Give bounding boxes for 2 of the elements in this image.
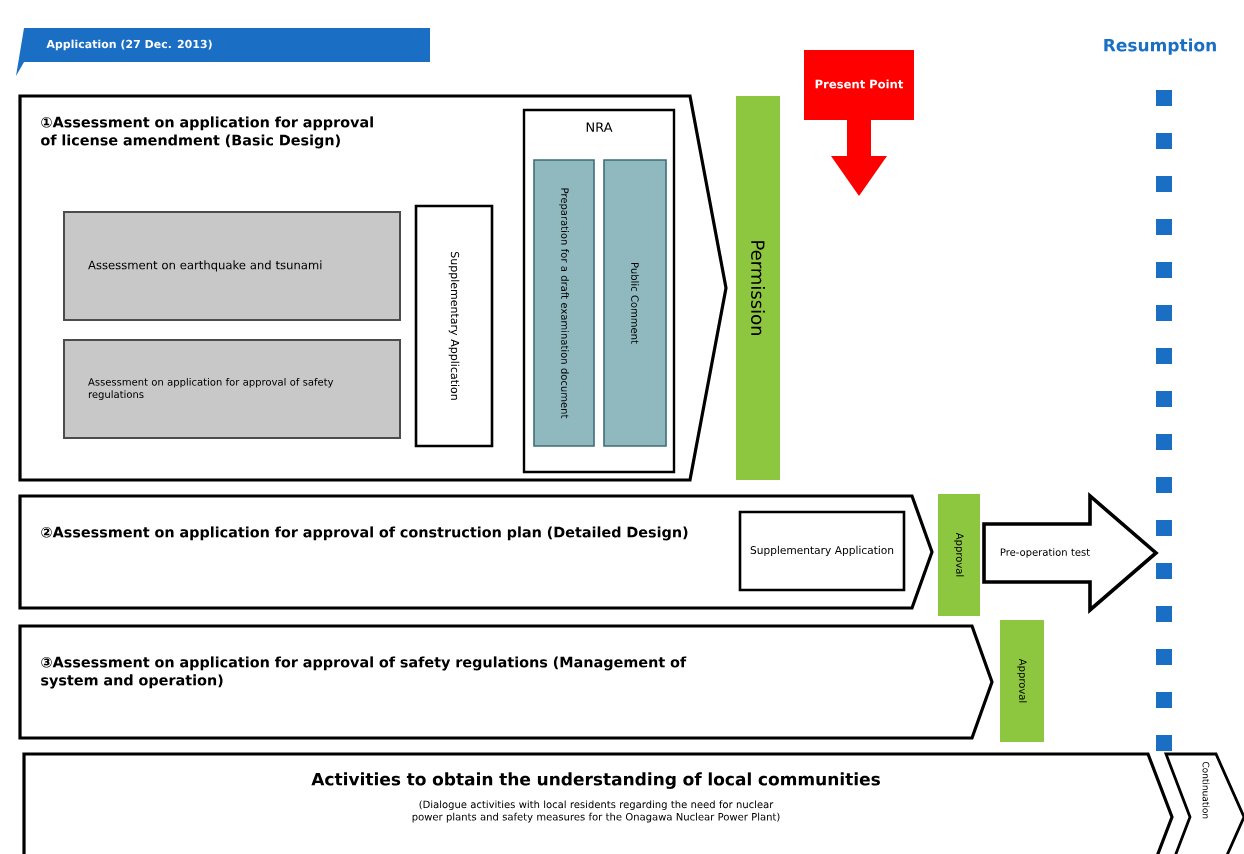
milestone-bar: Permission — [736, 96, 780, 480]
resumption-label: Resumption — [1104, 38, 1216, 55]
